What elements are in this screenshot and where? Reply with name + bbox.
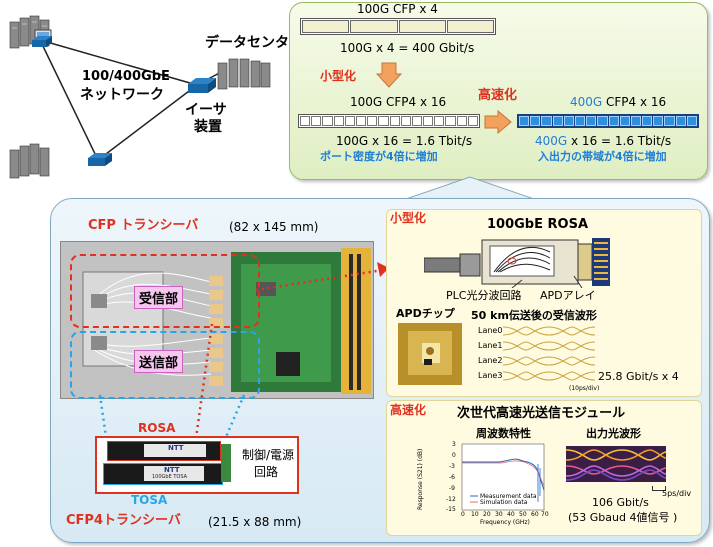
ytick: -3 [449, 463, 455, 470]
legend-simulation: Simulation data [480, 499, 528, 506]
eye-diagrams [502, 323, 596, 383]
circuit-board [221, 444, 231, 482]
apd-chip-label: APDチップ [396, 307, 455, 320]
receiver-highlight [70, 254, 260, 328]
eye-scale-label: (10ps/div) [569, 385, 600, 392]
cfp4-400-title: 400G CFP4 x 16 [570, 95, 667, 109]
highlight-text: 400G [535, 134, 568, 148]
server-rack-icon [8, 140, 52, 184]
ring-label: ネットワーク [80, 87, 164, 103]
lane-label: Lane3 [478, 371, 503, 380]
cfp-bar [300, 18, 496, 35]
xtick: 40 [507, 511, 515, 518]
ntt-label: NTT [168, 444, 184, 452]
ring-label: 100/400GbE [82, 69, 170, 84]
cfp-transceiver-title: CFP トランシーバ [88, 218, 199, 233]
cfp-title: 100G CFP x 4 [357, 2, 438, 16]
xtick: 60 [531, 511, 539, 518]
tx-module-title: 次世代高速光送信モジュール [457, 406, 626, 421]
y-axis-label: Response (S21) (dB) [417, 448, 424, 510]
control-circuit-label: 回路 [254, 465, 279, 479]
transmitter-highlight [70, 331, 260, 399]
rate-suffix: x 16 = 1.6 Tbit/s [567, 134, 672, 148]
cfp-transceiver-photo [60, 241, 374, 399]
switch-icon [30, 33, 52, 47]
xtick: 20 [483, 511, 491, 518]
rosa-label: ROSA [138, 421, 176, 435]
tosa-photo: NTT 100GbE TOSA [103, 463, 223, 485]
lane-label: Lane1 [478, 341, 503, 350]
xtick: 70 [541, 511, 549, 518]
xtick: 50 [519, 511, 527, 518]
tosa-tag: 100GbE TOSA [152, 474, 188, 480]
freq-response-chart: 3 0 -3 -6 -9 -12 -15 0 10 20 30 40 50 60… [440, 441, 552, 534]
speedup-label: 高速化 [478, 88, 518, 103]
xtick: 10 [471, 511, 479, 518]
scale-bar-icon [652, 486, 666, 491]
right-arrow-icon [484, 110, 512, 134]
cfp4-transceiver-size: (21.5 x 88 mm) [208, 515, 302, 529]
waveform-scale: 5ps/div [662, 489, 692, 498]
ethernet-switch-icon [186, 78, 216, 94]
datacenter-label: データセンタ [205, 35, 289, 51]
xtick: 0 [461, 511, 465, 518]
xtick: 30 [495, 511, 503, 518]
received-waveform-title: 50 km伝送後の受信波形 [471, 309, 597, 322]
freq-chart-title: 周波数特性 [476, 427, 531, 440]
cfp4-rate: 100G x 16 = 1.6 Tbit/s [336, 134, 473, 148]
apd-chip-photo [398, 323, 462, 385]
cfp-transceiver-size: (82 x 145 mm) [229, 220, 319, 234]
tx-module-tag: 高速化 [390, 403, 427, 417]
lane-label: Lane0 [478, 326, 503, 335]
ytick: 0 [452, 452, 456, 459]
tosa-label: TOSA [131, 493, 168, 507]
miniaturize-label: 小型化 [320, 69, 357, 83]
cfp4-bar [298, 114, 480, 128]
apd-array-label: APDアレイ [540, 289, 596, 302]
rosa-schematic [423, 236, 614, 289]
output-eye-waveform [565, 446, 667, 482]
control-circuit-label: 制御/電源 [242, 448, 295, 462]
rosa-photo: NTT [107, 441, 221, 461]
rosa-panel-tag: 小型化 [390, 211, 427, 225]
rosa-panel-title: 100GbE ROSA [487, 217, 589, 232]
io-bandwidth-note: 入出力の帯域が4倍に増加 [538, 150, 667, 163]
ytick: 3 [452, 441, 456, 448]
ntt-label: NTT [164, 466, 180, 474]
ytick: -6 [449, 474, 455, 481]
tx-baud-label: (53 Gbaud 4値信号 ) [568, 511, 678, 524]
lane-label: Lane2 [478, 356, 503, 365]
ethernet-label: 装置 [194, 119, 222, 135]
server-rack-icon [216, 55, 272, 95]
down-arrow-icon [376, 62, 402, 88]
cfp-rate: 100G x 4 = 400 Gbit/s [340, 41, 475, 55]
highlight-text: 400G [570, 95, 603, 109]
tx-rate-label: 106 Gbit/s [592, 496, 649, 509]
ytick: -15 [446, 506, 456, 513]
transmitter-label: 送信部 [134, 350, 184, 373]
ethernet-label: イーサ [185, 102, 227, 118]
port-density-note: ポート密度が4倍に増加 [320, 150, 438, 163]
title-suffix: CFP4 x 16 [602, 95, 667, 109]
rosa-rate-label: 25.8 Gbit/s x 4 [598, 370, 679, 383]
waveform-title: 出力光波形 [586, 427, 641, 440]
cfp4-400-bar [517, 114, 699, 128]
cfp4-400-rate: 400G x 16 = 1.6 Tbit/s [535, 134, 672, 148]
x-axis-label: Frequency (GHz) [480, 519, 530, 526]
legend-measured: Measurement data [480, 493, 537, 500]
receiver-label: 受信部 [134, 286, 184, 309]
switch-icon [86, 152, 112, 166]
cfp4-transceiver-title: CFP4トランシーバ [66, 513, 181, 528]
ytick: -12 [446, 496, 456, 503]
plc-label: PLC光分波回路 [446, 289, 522, 302]
cfp4-title: 100G CFP4 x 16 [350, 95, 447, 109]
ytick: -9 [449, 485, 455, 492]
